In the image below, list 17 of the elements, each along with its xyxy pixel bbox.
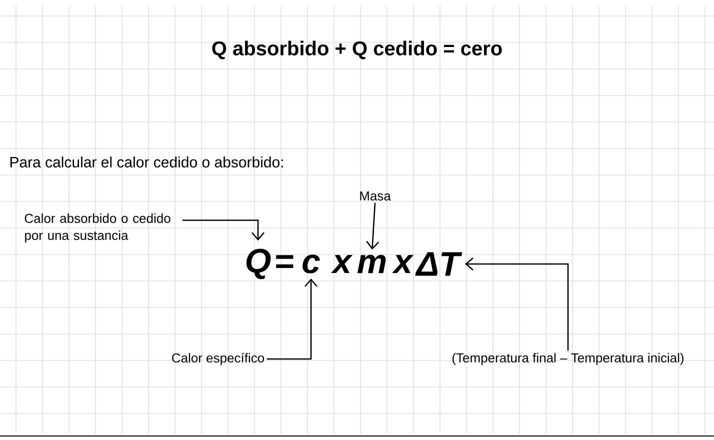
annotation-text: Masa [360, 191, 391, 201]
times-sign: x [392, 255, 414, 273]
annotation-text: Calor específico [172, 352, 264, 366]
formula-symbol: c [302, 254, 320, 274]
arrow [266, 278, 318, 360]
annotation-text: Calor absorbido o cedido por una sustancia [24, 213, 170, 243]
times-sign: x [331, 255, 353, 273]
arrow [465, 258, 569, 351]
formula-symbol: Q [246, 248, 271, 280]
annotation-text: (Temperatura final – Temperatura inicial) [452, 352, 684, 366]
intro-text: Para calcular el calor cedido o absorbido: [10, 156, 283, 168]
formula-symbol: ΔT [415, 252, 462, 276]
heading: Q absorbido + Q cedido = cero [212, 40, 502, 60]
equals-sign: = [276, 255, 294, 268]
arrow [366, 202, 380, 250]
arrow [182, 220, 264, 241]
formula-symbol: m [357, 254, 386, 274]
